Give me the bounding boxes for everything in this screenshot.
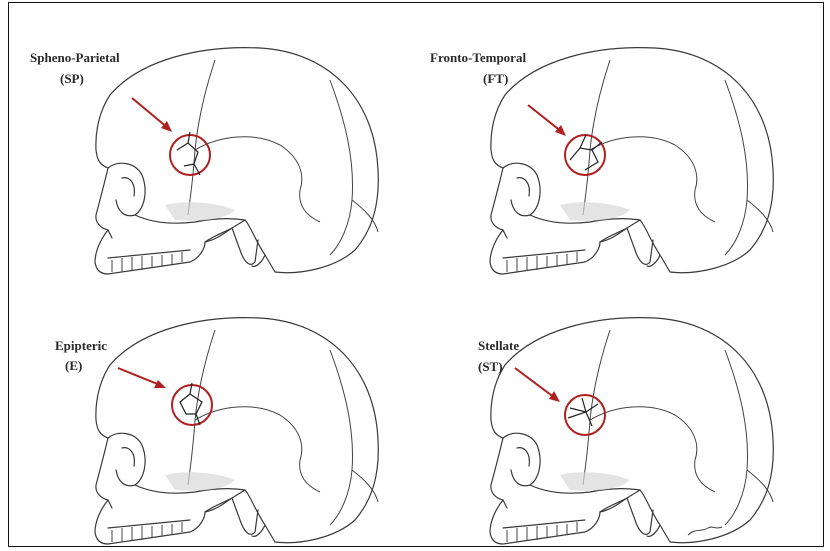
panel-fronto-temporal: Fronto-Temporal (FT): [430, 48, 773, 274]
pointer-arrow: [528, 105, 562, 132]
panel-spheno-parietal: Spheno-Parietal (SP): [30, 48, 378, 274]
variant-name-label: Epipteric: [55, 338, 107, 353]
pointer-arrow: [132, 98, 168, 128]
panel-stellate: Stellate (ST): [478, 318, 773, 544]
pterion-circle: [172, 385, 212, 425]
pointer-arrow: [515, 368, 555, 398]
variant-name-label: Spheno-Parietal: [30, 50, 120, 65]
artist-signature: [688, 527, 722, 535]
variant-name-label: Fronto-Temporal: [430, 50, 526, 65]
pointer-arrow: [118, 368, 160, 385]
pterion-circle: [565, 135, 605, 175]
arrowhead: [549, 391, 560, 402]
variant-abbr-label: (FT): [483, 71, 508, 86]
variant-name-label: Stellate: [478, 338, 519, 353]
pterion-circle: [170, 135, 210, 175]
pterion-suture-st: [568, 398, 598, 426]
variant-abbr-label: (SP): [60, 71, 84, 86]
variant-abbr-label: (E): [65, 358, 82, 373]
panel-epipteric: Epipteric (E): [55, 318, 378, 544]
variant-abbr-label: (ST): [478, 359, 503, 374]
pterion-suture-e: [180, 383, 202, 425]
